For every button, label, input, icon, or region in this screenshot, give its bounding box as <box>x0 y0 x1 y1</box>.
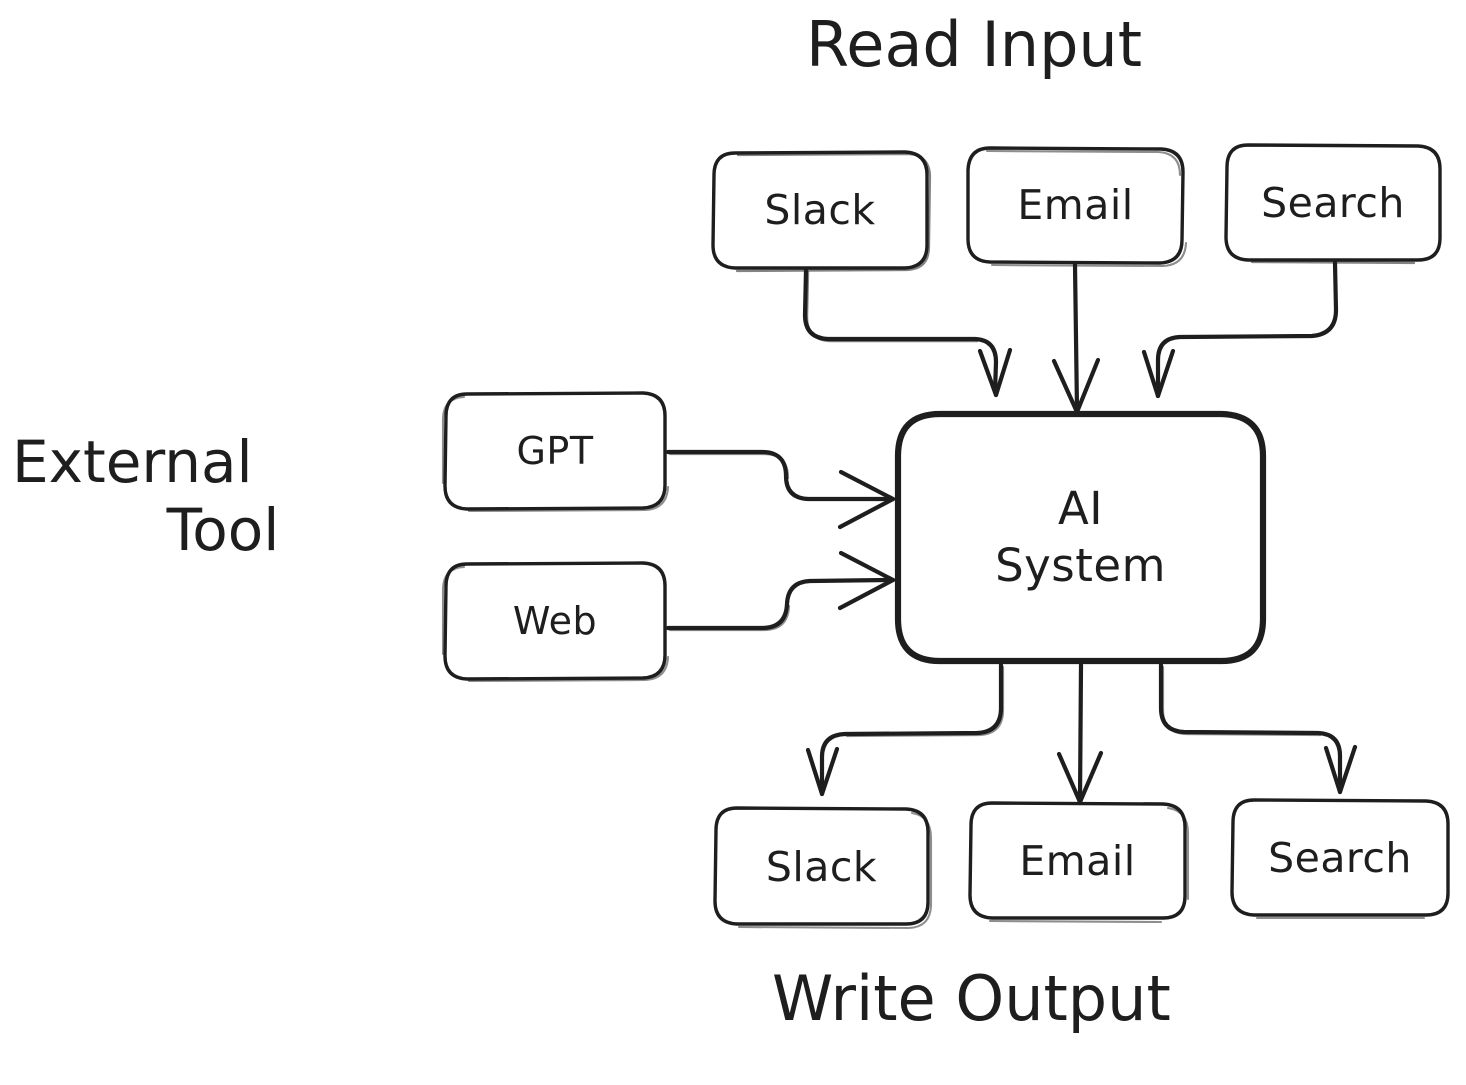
node-label: Search <box>1261 178 1405 227</box>
connector-input-search-to-ai <box>1141 260 1339 399</box>
node-output-search[interactable]: Search <box>1230 798 1450 920</box>
node-input-search[interactable]: Search <box>1224 143 1442 265</box>
group-label-read-input: Read Input <box>806 8 1143 81</box>
node-label: Slack <box>764 186 876 234</box>
connector-input-slack-to-ai <box>802 267 1013 398</box>
node-label: Search <box>1268 833 1412 882</box>
sketch-border <box>968 801 1190 924</box>
node-label-line2: System <box>995 538 1166 592</box>
node-tool-web[interactable]: Web <box>441 561 670 683</box>
arrowhead-line <box>1337 744 1358 795</box>
node-label: Email <box>1019 836 1136 885</box>
arrowhead-line <box>1155 348 1176 399</box>
sketch-border <box>441 561 670 683</box>
group-label-write-output: Write Output <box>772 962 1171 1035</box>
connector-web-to-ai <box>665 550 896 632</box>
node-output-email[interactable]: Email <box>968 801 1190 924</box>
arrowhead-line <box>837 496 896 530</box>
node-input-slack[interactable]: Slack <box>711 150 932 273</box>
node-label: Slack <box>765 842 878 891</box>
arrowhead-line <box>805 747 825 797</box>
node-label: Email <box>1017 181 1134 229</box>
arrowhead-line <box>1074 357 1101 415</box>
sketch-border <box>713 806 933 930</box>
node-input-email[interactable]: Email <box>966 146 1188 268</box>
arrowhead-line <box>837 577 896 611</box>
group-label-external-tool-line1: External <box>12 428 253 496</box>
connector-input-email-to-ai <box>1051 262 1101 415</box>
connector-ai-to-output-search <box>1158 662 1358 795</box>
sketch-border <box>894 410 1267 665</box>
arrowhead-line <box>1051 358 1080 415</box>
connector-ai-to-output-slack <box>805 662 1005 797</box>
arrowhead-line <box>838 469 896 502</box>
connector-ai-to-output-email <box>1056 662 1104 805</box>
arrowhead-line <box>1141 349 1161 399</box>
arrowhead-line <box>838 550 896 583</box>
connector-gpt-to-ai <box>665 449 896 530</box>
node-label: Web <box>512 598 598 643</box>
node-output-slack[interactable]: Slack <box>713 806 933 930</box>
group-label-external-tool-line2: Tool <box>166 496 280 565</box>
node-label: GPT <box>516 428 594 473</box>
arrowhead-line <box>1323 745 1343 795</box>
arrowhead-line <box>819 746 840 797</box>
node-tool-gpt[interactable]: GPT <box>441 391 670 513</box>
arrowhead-line <box>993 347 1013 398</box>
sketch-border <box>1230 798 1450 920</box>
node-label-line1: AI <box>1057 481 1104 535</box>
arrowhead-line <box>977 348 999 398</box>
